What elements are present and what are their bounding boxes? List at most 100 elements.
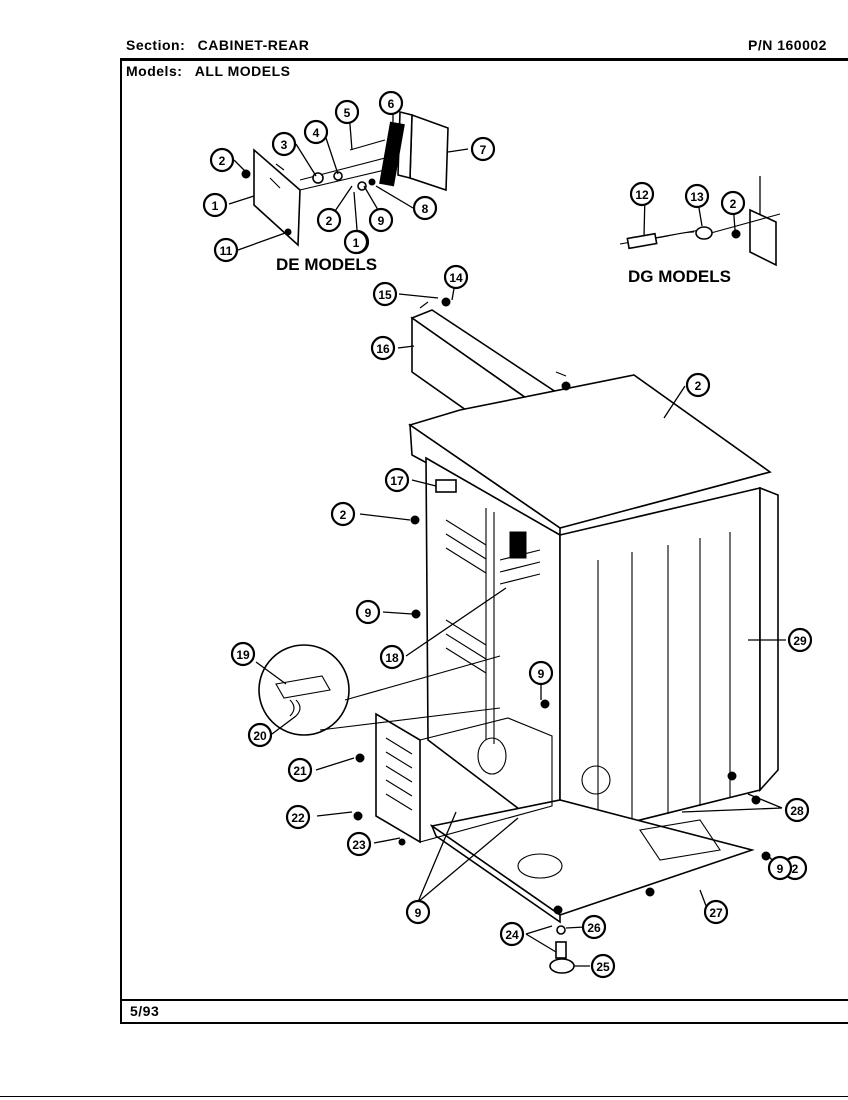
callout-20: 20 [247,722,273,748]
svg-text:17: 17 [390,474,404,488]
callout-2: 2 [330,501,356,527]
part-number: P/N 160002 [748,37,827,53]
terminal-bracket [409,113,449,192]
svg-text:2: 2 [326,214,333,228]
svg-text:7: 7 [480,143,487,157]
cabinet-body [425,456,779,842]
svg-text:27: 27 [709,906,723,920]
callout-21: 21 [287,757,313,783]
callout-2: 2 [685,372,711,398]
callout-18: 18 [379,644,405,670]
hardware-dots [353,381,771,974]
dg-cord-assembly [619,208,781,267]
svg-text:18: 18 [385,651,399,665]
svg-text:23: 23 [352,838,366,852]
rear-access-panel [375,712,421,844]
callout-14: 14 [443,264,469,290]
callout-26: 26 [581,914,607,940]
callout-23: 23 [346,831,372,857]
callout-8: 8 [412,195,438,221]
callout-25: 25 [590,953,616,979]
diagram-frame [120,59,848,1024]
models-label: Models: [126,63,183,79]
callout-17: 17 [384,467,410,493]
svg-text:3: 3 [281,138,288,152]
access-cover [375,712,553,844]
models-value: ALL MODELS [194,63,291,79]
callout-4: 4 [303,119,329,145]
callout-22: 22 [285,804,311,830]
svg-text:12: 12 [635,188,649,202]
callout-9: 9 [528,660,554,686]
svg-text:9: 9 [538,667,545,681]
svg-text:9: 9 [365,606,372,620]
callout-15: 15 [372,281,398,307]
svg-text:4: 4 [313,126,320,140]
power-cord-plug [626,232,658,250]
svg-text:11: 11 [220,244,233,258]
svg-text:13: 13 [690,190,704,204]
svg-text:14: 14 [449,271,463,285]
callout-13: 13 [684,183,710,209]
callout-group: 1234567891011121314151617181920212223242… [202,90,813,979]
svg-text:29: 29 [793,634,807,648]
clip-detail [258,644,501,736]
callout-24: 24 [499,921,525,947]
svg-text:2: 2 [792,862,799,876]
cabinet-top [408,374,772,537]
footer-date: 5/93 [130,1003,160,1019]
callout-1: 1 [343,229,369,255]
svg-text:15: 15 [378,288,392,302]
svg-text:22: 22 [291,811,305,825]
cabinet-base [430,799,755,924]
svg-text:25: 25 [596,960,610,974]
svg-text:8: 8 [422,202,429,216]
svg-text:1: 1 [353,236,360,250]
callout-1: 1 [202,192,228,218]
callout-2: 2 [209,147,235,173]
callout-3: 3 [271,131,297,157]
callout-5: 5 [334,99,360,125]
svg-text:9: 9 [378,214,385,228]
svg-text:2: 2 [695,379,702,393]
callout-7: 7 [470,136,496,162]
dg-models-label: DG MODELS [628,267,731,286]
svg-text:20: 20 [253,729,267,743]
callout-2: 2 [720,190,746,216]
svg-text:19: 19 [236,648,250,662]
svg-text:28: 28 [790,804,804,818]
svg-text:1: 1 [212,199,219,213]
de-terminal-assembly [241,110,449,247]
svg-text:6: 6 [388,97,395,111]
svg-text:5: 5 [344,106,351,120]
base-frame [430,799,755,916]
terminal-plate [253,148,301,247]
callout-16: 16 [370,335,396,361]
strain-relief [695,226,713,240]
callout-27: 27 [703,899,729,925]
callout-28: 28 [784,797,810,823]
bottom-rule [0,1096,848,1097]
terminal-block-installed [509,531,527,559]
leveling-leg [555,941,567,959]
callout-2: 2 [316,207,342,233]
svg-text:2: 2 [219,154,226,168]
callout-9: 9 [368,207,394,233]
de-models-label: DE MODELS [276,255,378,274]
section-title: CABINET-REAR [197,37,310,53]
callout-6: 6 [378,90,404,116]
terminal-block [379,121,405,187]
footer-rule [120,999,848,1001]
callout-9: 9 [767,855,793,881]
svg-text:9: 9 [415,906,422,920]
svg-text:24: 24 [505,928,519,942]
svg-text:9: 9 [777,862,784,876]
leveling-leg-cap [549,958,575,974]
svg-text:2: 2 [340,508,347,522]
section-label: Section: [126,37,186,53]
svg-text:16: 16 [376,342,390,356]
callout-9: 9 [355,599,381,625]
svg-text:2: 2 [730,197,737,211]
callout-12: 12 [629,181,655,207]
